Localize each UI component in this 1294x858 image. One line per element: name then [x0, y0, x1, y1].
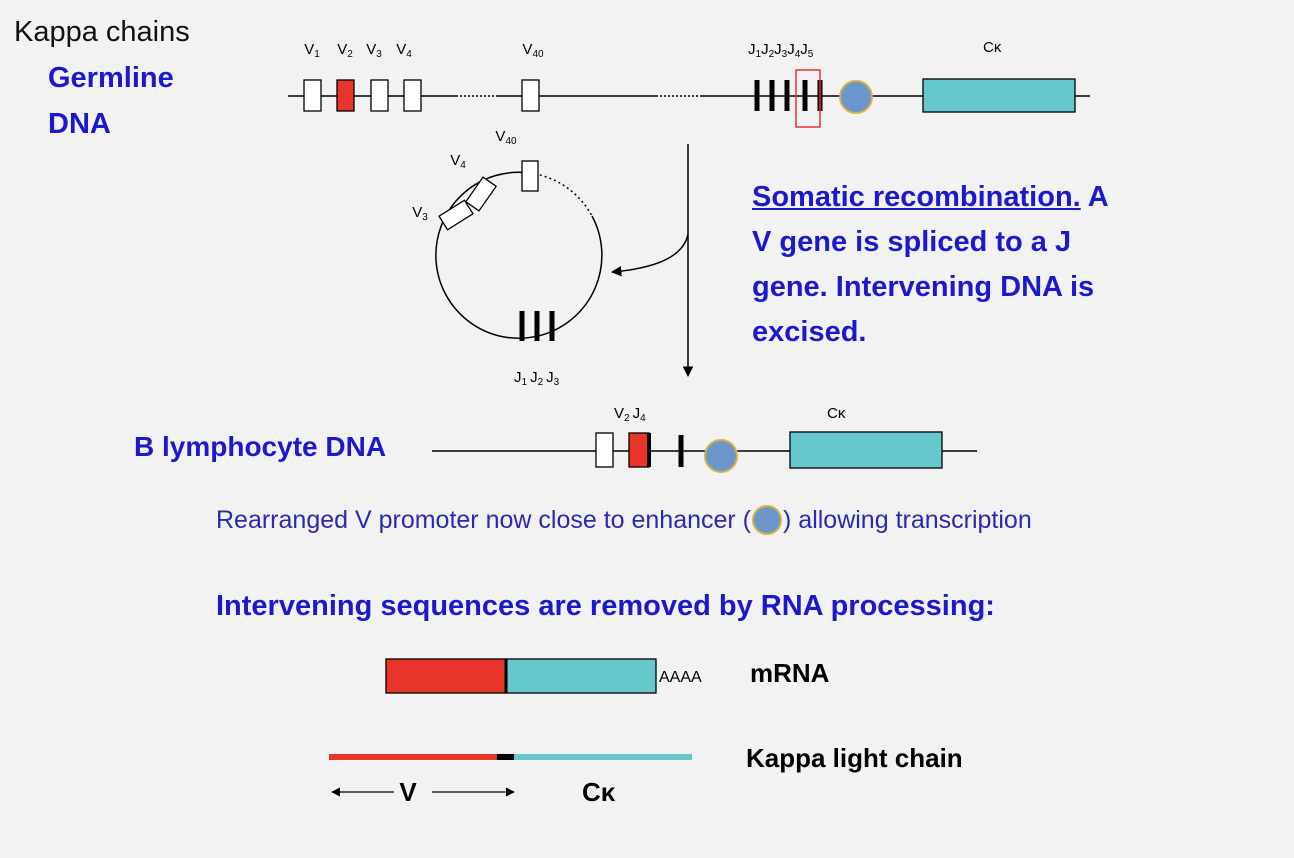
mrna-c-region — [505, 658, 657, 694]
protein-c-kappa-label: Cκ — [582, 777, 616, 807]
protein-v-label: V — [399, 777, 417, 807]
enhancer-note-before: Rearranged V promoter now close to enhan… — [216, 506, 752, 534]
germline-v2-label: V2 — [337, 41, 353, 60]
b-cell-enhancer-icon — [704, 439, 738, 473]
circle-v40-label: V40 — [495, 128, 517, 147]
germline-v40-segment — [521, 79, 540, 112]
germline-v1-label: V1 — [304, 41, 320, 60]
recombination-text-line2: V gene is spliced to a J — [752, 226, 1072, 258]
germline-j-labels: J1J2J3J4J5 — [748, 41, 814, 60]
excised-circle-strand — [435, 171, 603, 339]
circle-v4-segment — [464, 176, 498, 212]
diagram-title: Kappa chains — [14, 16, 190, 48]
excised-circle-dotted-gap — [529, 172, 593, 217]
mrna-polya-tail: AAAA — [659, 669, 702, 686]
germline-v4-label: V4 — [396, 41, 412, 60]
rna-processing-heading: Intervening sequences are removed by RNA… — [216, 590, 995, 622]
circle-v4-label: V4 — [450, 152, 466, 171]
enhancer-note-after: ) allowing transcription — [783, 506, 1032, 534]
circle-v3-segment — [438, 199, 474, 231]
germline-v1-segment — [303, 79, 322, 112]
b-lymphocyte-label: B lymphocyte DNA — [134, 431, 387, 462]
circle-v3-label: V3 — [412, 204, 428, 223]
b-cell-c-kappa-label: Cκ — [827, 405, 846, 422]
germline-v3-label: V3 — [366, 41, 382, 60]
kappa-light-chain-label: Kappa light chain — [746, 743, 963, 773]
recombination-text-line1: Somatic recombination. A — [752, 181, 1109, 214]
mrna-v-region — [385, 658, 507, 694]
mrna-label: mRNA — [750, 658, 830, 688]
recombination-text-line3: gene. Intervening DNA is — [752, 271, 1095, 303]
germline-j4-highlight-box — [795, 69, 821, 128]
germline-v3-segment — [370, 79, 389, 112]
b-cell-v1-segment — [595, 432, 614, 468]
b-cell-v2j4-segment — [628, 432, 650, 468]
b-cell-c-kappa-segment — [789, 431, 943, 469]
enhancer-note: Rearranged V promoter now close to enhan… — [216, 505, 1032, 535]
recombination-text-line4: excised. — [752, 316, 867, 348]
germline-label-line1: Germline — [48, 62, 174, 94]
germline-c-kappa-label: Cκ — [983, 39, 1002, 56]
germline-dna: V1 V2 V3 V4 V40 J1J2J3J4J5 Cκ — [288, 39, 1090, 128]
mrna: AAAA — [385, 658, 702, 694]
circle-v40-segment — [521, 160, 539, 192]
excision-curved-arrow — [610, 233, 689, 277]
germline-label-line2: DNA — [48, 108, 111, 140]
germline-v2-segment — [336, 79, 355, 112]
germline-v40-label: V40 — [522, 41, 544, 60]
recombination-underlined: Somatic recombination. — [752, 181, 1081, 213]
germline-c-kappa-segment — [922, 78, 1076, 113]
germline-v4-segment — [403, 79, 422, 112]
enhancer-inline-icon — [752, 505, 783, 535]
kappa-light-chain: V Cκ — [329, 754, 692, 807]
germline-enhancer-icon — [839, 80, 873, 114]
recombination-rest-line1: A — [1080, 181, 1109, 213]
